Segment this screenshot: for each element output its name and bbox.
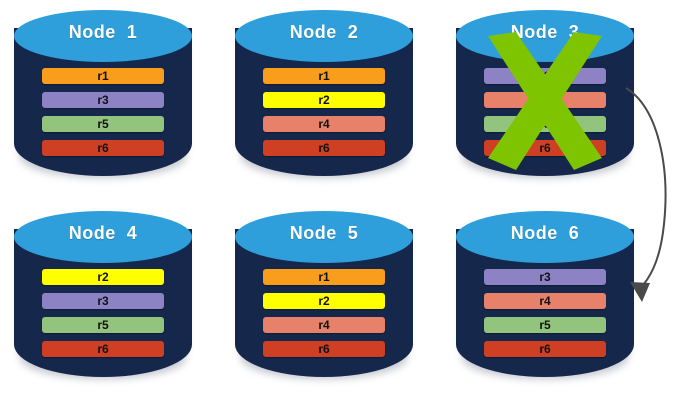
record-label: r1 — [318, 270, 330, 284]
node-5-records: r1 r2 r4 r6 — [263, 269, 385, 365]
data-migration-arrow-icon — [625, 87, 667, 302]
node-1[interactable]: Node 1 r1 r3 r5 r6 — [14, 10, 192, 183]
node-1-label: Node 1 — [68, 22, 138, 42]
record-bar-r4[interactable]: r4 — [484, 293, 606, 309]
record-label: r4 — [318, 318, 330, 332]
record-label: r2 — [318, 294, 330, 308]
record-label: r6 — [318, 342, 330, 356]
node-3-records: r3 r4 r5 r6 — [484, 68, 606, 164]
node-5[interactable]: Node 5 r1 r2 r4 r6 — [235, 211, 413, 384]
record-bar-r1[interactable]: r1 — [42, 68, 164, 84]
record-label: r3 — [97, 93, 109, 107]
node-4-records: r2 r3 r5 r6 — [42, 269, 164, 365]
record-label: r4 — [539, 294, 551, 308]
record-bar-r2[interactable]: r2 — [263, 92, 385, 108]
record-bar-r5[interactable]: r5 — [42, 116, 164, 132]
record-label: r6 — [97, 342, 109, 356]
record-label: r3 — [539, 270, 551, 284]
record-label: r6 — [318, 141, 330, 155]
record-bar-r4[interactable]: r4 — [263, 317, 385, 333]
record-bar-r1[interactable]: r1 — [263, 68, 385, 84]
record-label: r1 — [97, 69, 109, 83]
record-bar-r2[interactable]: r2 — [263, 293, 385, 309]
record-bar-r6[interactable]: r6 — [484, 140, 606, 156]
record-label: r5 — [539, 117, 551, 131]
record-label: r6 — [539, 141, 551, 155]
record-label: r4 — [318, 117, 330, 131]
record-bar-r3[interactable]: r3 — [484, 68, 606, 84]
record-label: r1 — [318, 69, 330, 83]
cylinder-top-ellipse — [14, 211, 192, 263]
record-bar-r5[interactable]: r5 — [42, 317, 164, 333]
cylinder-top-ellipse — [235, 10, 413, 62]
node-3[interactable]: Node 3 r3 r4 r5 r6 — [456, 10, 634, 183]
record-bar-r3[interactable]: r3 — [42, 293, 164, 309]
record-label: r2 — [318, 93, 330, 107]
record-label: r5 — [97, 117, 109, 131]
record-bar-r5[interactable]: r5 — [484, 317, 606, 333]
record-bar-r6[interactable]: r6 — [484, 341, 606, 357]
node-4-label: Node 4 — [68, 223, 138, 243]
node-6-label: Node 6 — [510, 223, 580, 243]
record-bar-r4[interactable]: r4 — [484, 92, 606, 108]
record-bar-r4[interactable]: r4 — [263, 116, 385, 132]
node-6[interactable]: Node 6 r3 r4 r5 r6 — [456, 211, 634, 384]
record-bar-r3[interactable]: r3 — [484, 269, 606, 285]
node-5-label: Node 5 — [289, 223, 359, 243]
node-1-records: r1 r3 r5 r6 — [42, 68, 164, 164]
node-2[interactable]: Node 2 r1 r2 r4 r6 — [235, 10, 413, 183]
node-3-label: Node 3 — [510, 22, 580, 42]
node-2-label: Node 2 — [289, 22, 359, 42]
record-bar-r6[interactable]: r6 — [263, 341, 385, 357]
node-6-records: r3 r4 r5 r6 — [484, 269, 606, 365]
record-label: r2 — [97, 270, 109, 284]
record-label: r6 — [97, 141, 109, 155]
cylinder-top-ellipse — [456, 211, 634, 263]
record-bar-r5[interactable]: r5 — [484, 116, 606, 132]
node-4[interactable]: Node 4 r2 r3 r5 r6 — [14, 211, 192, 384]
record-label: r5 — [97, 318, 109, 332]
record-bar-r3[interactable]: r3 — [42, 92, 164, 108]
record-label: r4 — [539, 93, 551, 107]
node-2-records: r1 r2 r4 r6 — [263, 68, 385, 164]
record-bar-r2[interactable]: r2 — [42, 269, 164, 285]
cylinder-top-ellipse — [14, 10, 192, 62]
record-label: r6 — [539, 342, 551, 356]
record-bar-r6[interactable]: r6 — [42, 341, 164, 357]
record-bar-r6[interactable]: r6 — [263, 140, 385, 156]
record-bar-r6[interactable]: r6 — [42, 140, 164, 156]
record-label: r3 — [539, 69, 551, 83]
record-label: r5 — [539, 318, 551, 332]
cylinder-top-ellipse — [235, 211, 413, 263]
record-label: r3 — [97, 294, 109, 308]
record-bar-r1[interactable]: r1 — [263, 269, 385, 285]
